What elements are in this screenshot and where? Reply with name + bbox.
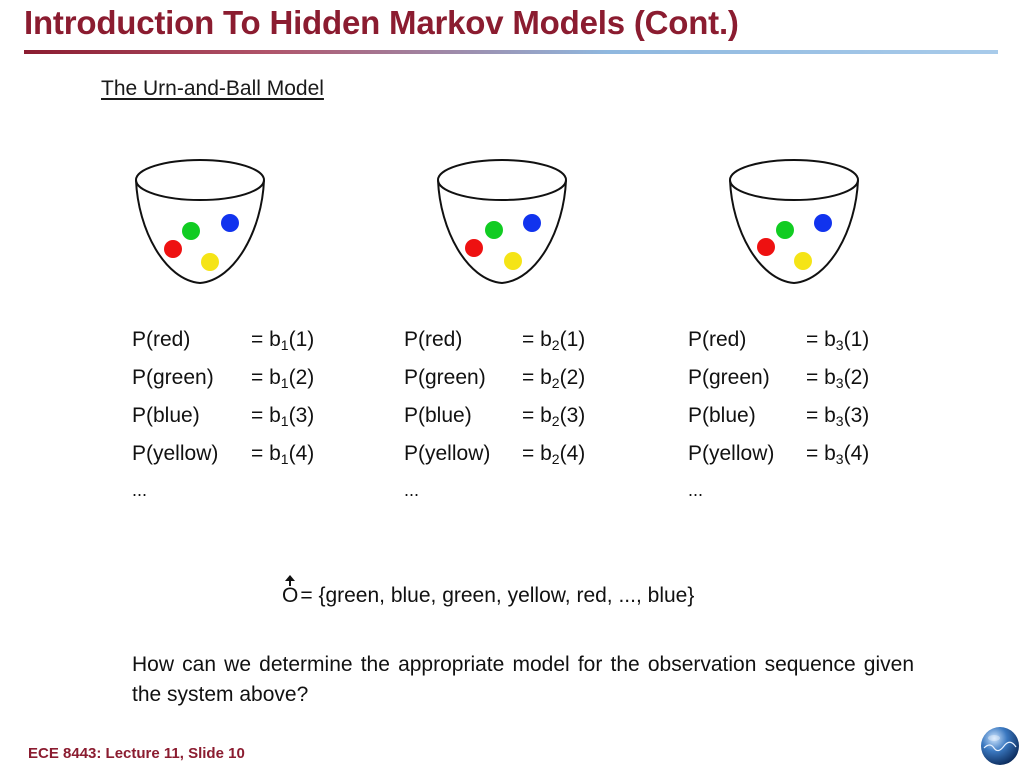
blue-ball [814, 214, 832, 232]
title-divider [24, 50, 998, 54]
prob-row-green: P(green) = b2(2) [404, 366, 624, 404]
prob-label: P(yellow) [688, 442, 775, 465]
prob-value: = b1(2) [251, 366, 315, 391]
prob-value: = b2(2) [522, 366, 586, 391]
red-ball [465, 239, 483, 257]
prob-row-green: P(green) = b1(2) [132, 366, 352, 404]
slide-title: Introduction To Hidden Markov Models (Co… [24, 4, 739, 41]
green-ball [776, 221, 794, 239]
prob-value: = b3(4) [806, 442, 870, 467]
green-ball [182, 222, 200, 240]
blue-ball [523, 214, 541, 232]
prob-label: P(blue) [404, 404, 472, 427]
red-ball [757, 238, 775, 256]
blue-ball [221, 214, 239, 232]
prob-row-yellow: P(yellow) = b2(4) [404, 442, 624, 480]
ellipsis: ... [688, 480, 704, 500]
urn-3-probabilities: P(red) = b3(1) P(green) = b3(2) P(blue) … [688, 328, 908, 500]
prob-label: P(red) [132, 328, 191, 351]
ellipsis: ... [404, 480, 420, 500]
prob-label: P(yellow) [404, 442, 491, 465]
vector-arrow-icon [285, 575, 295, 586]
prob-row-green: P(green) = b3(2) [688, 366, 908, 404]
prob-row-red: P(red) = b2(1) [404, 328, 624, 366]
prob-label: P(red) [404, 328, 463, 351]
urn-3 [724, 150, 866, 290]
prob-row-blue: P(blue) = b3(3) [688, 404, 908, 442]
slide-subtitle: The Urn-and-Ball Model [101, 77, 324, 100]
prob-value: = b3(3) [806, 404, 870, 429]
green-ball [485, 221, 503, 239]
prob-value: = b1(4) [251, 442, 315, 467]
prob-value: = b3(1) [806, 328, 870, 353]
prob-row-yellow: P(yellow) = b3(4) [688, 442, 908, 480]
prob-row-red: P(red) = b3(1) [688, 328, 908, 366]
prob-label: P(green) [404, 366, 486, 389]
prob-label: P(yellow) [132, 442, 219, 465]
prob-value: = b3(2) [806, 366, 870, 391]
urn-icon [729, 159, 859, 285]
observation-sequence: O = {green, blue, green, yellow, red, ..… [282, 575, 695, 608]
prob-value: = b2(1) [522, 328, 586, 353]
yellow-ball [504, 252, 522, 270]
urn-2-probabilities: P(red) = b2(1) P(green) = b2(2) P(blue) … [404, 328, 624, 500]
prob-row-red: P(red) = b1(1) [132, 328, 352, 366]
prob-value: = b2(3) [522, 404, 586, 429]
yellow-ball [794, 252, 812, 270]
urn-2 [432, 150, 574, 290]
observation-text: = {green, blue, green, yellow, red, ...,… [300, 584, 695, 607]
prob-value: = b2(4) [522, 442, 586, 467]
question-text: How can we determine the appropriate mod… [132, 653, 914, 706]
prob-label: P(blue) [132, 404, 200, 427]
red-ball [164, 240, 182, 258]
prob-label: P(red) [688, 328, 747, 351]
urn-icon [437, 159, 567, 285]
prob-label: P(green) [688, 366, 770, 389]
prob-row-blue: P(blue) = b2(3) [404, 404, 624, 442]
prob-label: P(blue) [688, 404, 756, 427]
globe-logo-icon [980, 726, 1020, 771]
prob-label: P(green) [132, 366, 214, 389]
prob-row-yellow: P(yellow) = b1(4) [132, 442, 352, 480]
yellow-ball [201, 253, 219, 271]
prob-value: = b1(1) [251, 328, 315, 353]
observation-symbol: O [282, 575, 298, 608]
urn-1-probabilities: P(red) = b1(1) P(green) = b1(2) P(blue) … [132, 328, 352, 500]
ellipsis: ... [132, 480, 148, 500]
prob-row-blue: P(blue) = b1(3) [132, 404, 352, 442]
prob-value: = b1(3) [251, 404, 315, 429]
urn-icon [135, 159, 265, 285]
urn-1 [130, 150, 272, 290]
slide-footer: ECE 8443: Lecture 11, Slide 10 [28, 745, 245, 762]
